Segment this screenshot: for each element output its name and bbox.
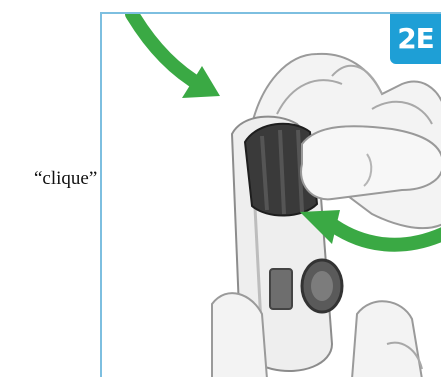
rotate-arrow-top-icon (132, 14, 220, 98)
device-illustration (102, 14, 441, 377)
illustration-panel: 2E (100, 12, 441, 377)
step-badge: 2E (390, 14, 441, 64)
device-window (270, 269, 292, 309)
lower-hand-right (352, 301, 422, 377)
click-sound-caption: “clique” (34, 168, 97, 190)
